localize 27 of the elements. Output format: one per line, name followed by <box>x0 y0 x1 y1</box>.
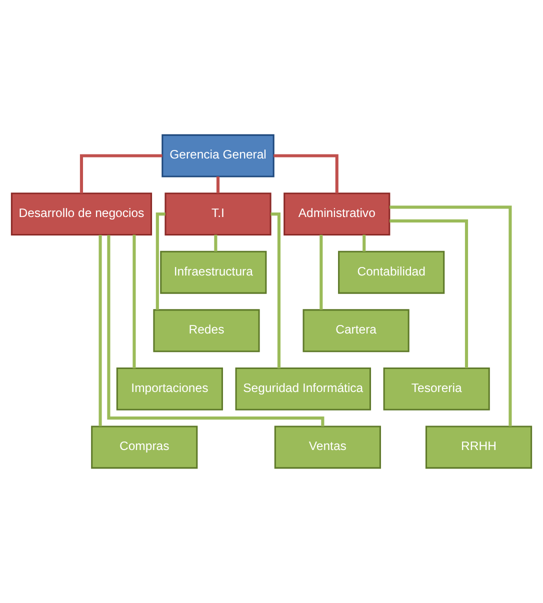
node-box: Administrativo <box>284 192 390 236</box>
connector <box>107 235 324 426</box>
node-box: Redes <box>153 309 260 352</box>
connector <box>216 176 220 194</box>
connector <box>98 234 102 426</box>
connector <box>214 234 218 252</box>
node-box: Contabilidad <box>338 250 445 294</box>
node-box: Importaciones <box>116 367 223 410</box>
node-box: T.I <box>164 192 272 236</box>
connector <box>320 234 323 310</box>
node-box: Ventas <box>274 426 381 469</box>
connector <box>274 154 338 194</box>
node-box: RRHH <box>425 426 532 469</box>
connector <box>132 234 136 368</box>
connector <box>390 206 512 426</box>
connector <box>270 212 281 368</box>
node-box: Seguridad Informática <box>235 367 372 410</box>
connector <box>390 219 468 368</box>
node-box: Infraestructura <box>160 250 267 294</box>
connector <box>156 212 166 310</box>
node-box: Cartera <box>302 309 410 352</box>
connector <box>80 154 162 194</box>
node-box: Gerencia General <box>162 134 274 178</box>
connector <box>362 234 366 252</box>
node-box: Desarrollo de negocios <box>10 192 152 236</box>
node-box: Compras <box>91 426 198 469</box>
node-box: Tesoreria <box>383 367 490 410</box>
